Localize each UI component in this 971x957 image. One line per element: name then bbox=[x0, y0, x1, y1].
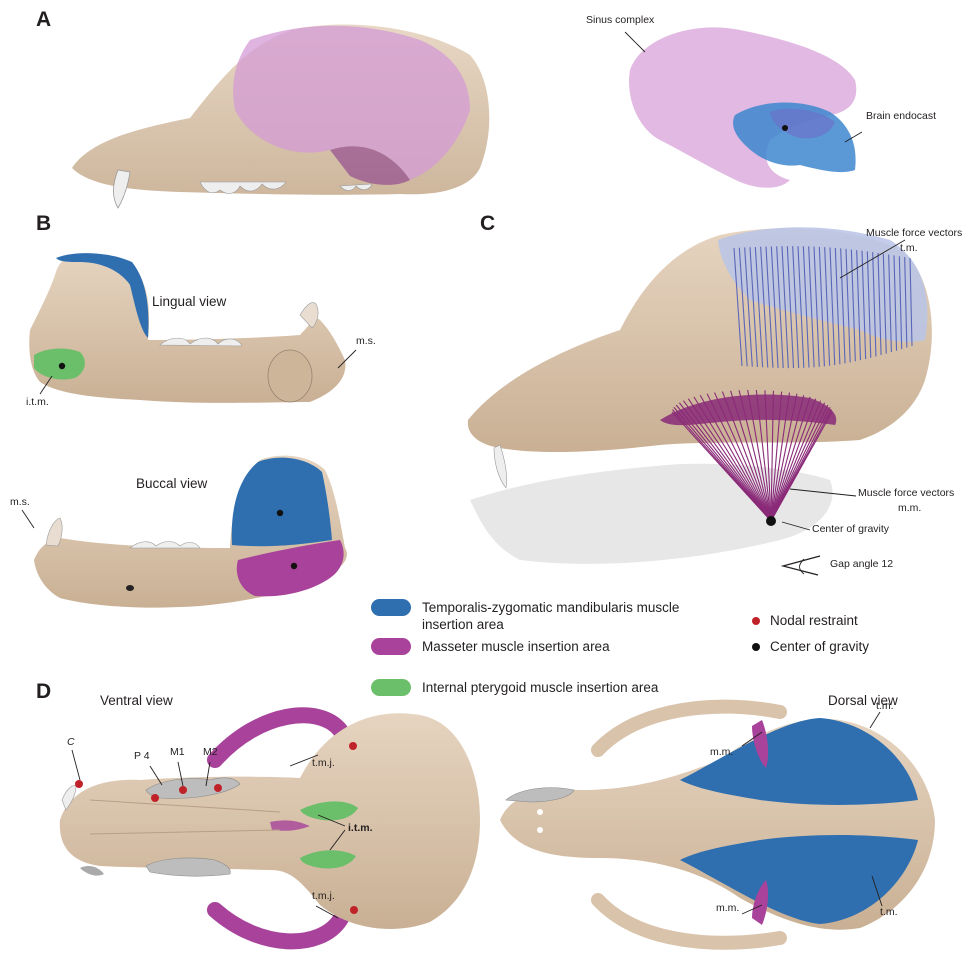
panel-label-c: C bbox=[480, 212, 495, 236]
panel-label-a: A bbox=[36, 8, 51, 32]
nodal-restraint-tmj-lower bbox=[350, 906, 358, 914]
p4-label: P 4 bbox=[134, 750, 150, 762]
legend-text-center-of-gravity: Center of gravity bbox=[770, 638, 869, 655]
buccal-view-title: Buccal view bbox=[136, 476, 207, 491]
m2-label: M2 bbox=[203, 746, 218, 758]
center-of-gravity-label-c: Center of gravity bbox=[812, 523, 889, 535]
mm-label-c: m.m. bbox=[898, 502, 921, 514]
tm-label-c: t.m. bbox=[900, 242, 918, 254]
itm-label-ventral: i.t.m. bbox=[348, 822, 373, 834]
tm-lower-label: t.m. bbox=[880, 906, 898, 918]
itm-label-lingual: i.t.m. bbox=[26, 396, 49, 408]
legend-text-nodal-restraint: Nodal restraint bbox=[770, 612, 858, 629]
ventral-view-title: Ventral view bbox=[100, 693, 173, 708]
legend-text-temporalis: Temporalis-zygomatic mandibularis muscle… bbox=[422, 599, 702, 633]
nodal-restraint-m1 bbox=[179, 786, 187, 794]
canine-label: C bbox=[67, 736, 75, 748]
legend-text-pterygoid: Internal pterygoid muscle insertion area bbox=[422, 679, 658, 696]
mm-lower-label: m.m. bbox=[716, 902, 739, 914]
brain-endocast-label: Brain endocast bbox=[866, 110, 936, 122]
legend-swatch-masseter bbox=[371, 638, 411, 655]
panel-d-ventral-skull bbox=[60, 713, 480, 941]
panel-label-d: D bbox=[36, 680, 51, 704]
panel-b-lingual-mandible bbox=[29, 253, 356, 403]
tmj-upper-label: t.m.j. bbox=[312, 757, 335, 769]
tm-upper-label: t.m. bbox=[876, 700, 894, 712]
legend-swatch-pterygoid bbox=[371, 679, 411, 696]
panel-label-b: B bbox=[36, 212, 51, 236]
legend-nodal-restraint-dot bbox=[752, 617, 760, 625]
nodal-restraint-p4 bbox=[151, 794, 159, 802]
lingual-view-title: Lingual view bbox=[152, 294, 226, 309]
nodal-restraint-canine bbox=[75, 780, 83, 788]
legend-swatch-temporalis bbox=[371, 599, 411, 616]
panel-a-skull bbox=[72, 24, 489, 208]
panel-a-sinus-brain bbox=[625, 27, 862, 187]
buccal-ms-label: m.s. bbox=[10, 496, 30, 508]
legend-text-masseter: Masseter muscle insertion area bbox=[422, 638, 610, 655]
mm-force-vectors-label: Muscle force vectors bbox=[858, 487, 954, 499]
mm-upper-label: m.m. bbox=[710, 746, 733, 758]
legend-center-of-gravity-dot bbox=[752, 643, 760, 651]
lingual-ms-label: m.s. bbox=[356, 335, 376, 347]
tmj-lower-label: t.m.j. bbox=[312, 890, 335, 902]
sinus-complex-label: Sinus complex bbox=[586, 14, 654, 26]
nodal-restraint-m2 bbox=[214, 784, 222, 792]
m1-label: M1 bbox=[170, 746, 185, 758]
gap-angle-label: Gap angle 12 bbox=[830, 558, 893, 570]
nodal-restraint-tmj-upper bbox=[349, 742, 357, 750]
tm-force-vectors-label: Muscle force vectors bbox=[866, 227, 962, 239]
